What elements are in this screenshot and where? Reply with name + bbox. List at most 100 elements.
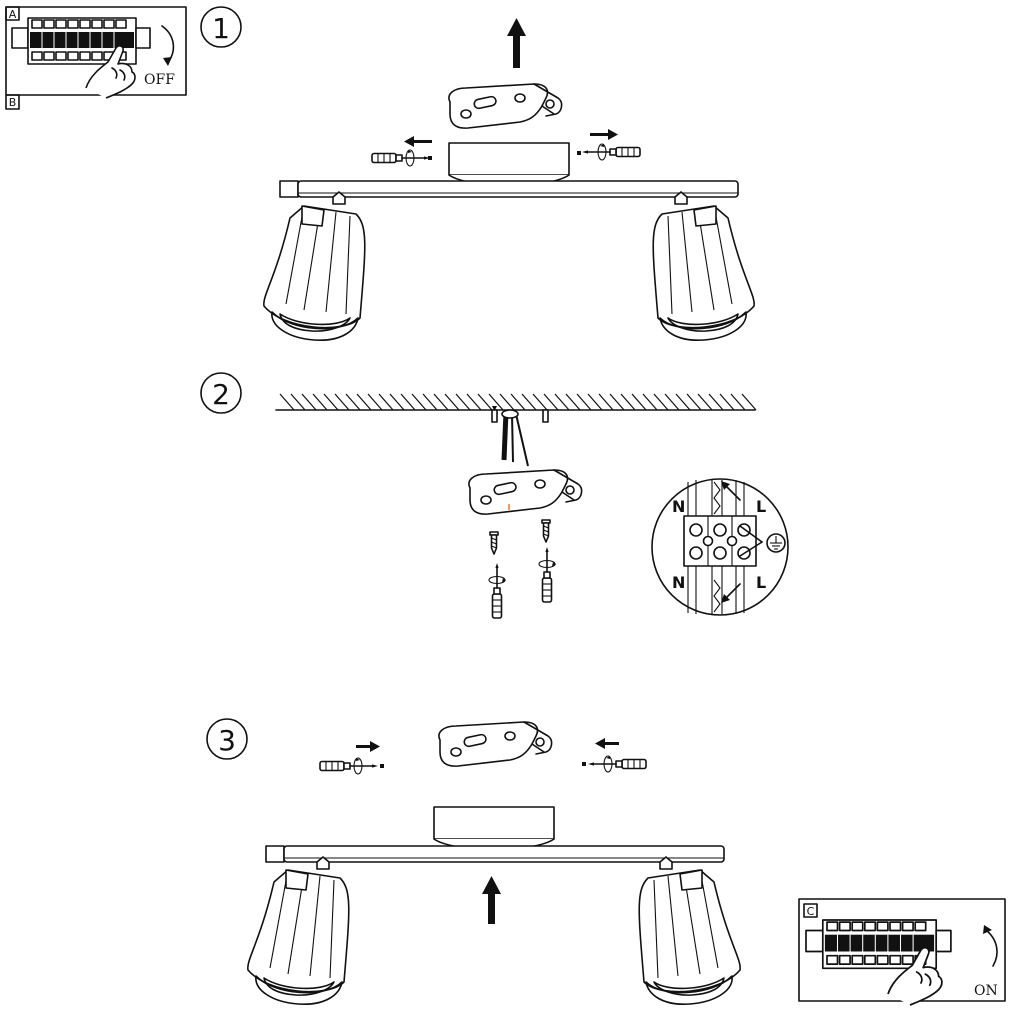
panel-label-c: C — [807, 905, 815, 918]
on-rotation-arrow-icon — [985, 929, 998, 967]
neutral-label-bottom: N — [672, 573, 685, 592]
ceiling-hatch-line — [411, 393, 427, 411]
ceiling-hatch-line — [686, 393, 702, 411]
ceiling-hatch-line — [444, 393, 460, 411]
arrow-left-icon — [404, 136, 432, 147]
ceiling-hatch-line — [554, 393, 570, 411]
step-1-number: 1 — [212, 12, 230, 45]
canopy-icon-step3 — [433, 806, 555, 851]
ceiling-hatch-line — [675, 393, 691, 411]
ceiling-hatch-line — [576, 393, 592, 411]
ceiling-wires-icon — [501, 409, 529, 467]
mounting-bracket-icon-step2 — [468, 469, 583, 515]
neutral-label-top: N — [672, 497, 685, 516]
ceiling-hatch-line — [543, 393, 559, 411]
wiring-detail-circle: N N L L — [651, 478, 789, 616]
ceiling-hatch-line — [433, 393, 449, 411]
screw-icon-left-step3 — [380, 764, 384, 768]
circuit-breaker-icon — [11, 17, 151, 65]
breaker-on-panel: C ON — [798, 898, 1006, 1006]
step-3-number: 3 — [218, 724, 236, 757]
ceiling-hatch-line — [598, 393, 614, 411]
ceiling-hatch-line — [565, 393, 581, 411]
rail-icon-step3 — [265, 845, 725, 863]
ceiling-hatch-line — [301, 393, 317, 411]
screwdriver-icon-1 — [488, 562, 507, 619]
ceiling-hatch-line — [730, 393, 746, 411]
ceiling-hatch-line — [345, 393, 361, 411]
arrow-up-icon-step3 — [482, 876, 501, 924]
ceiling-hatch-line — [664, 393, 680, 411]
swivel-joint-right — [674, 191, 688, 205]
ceiling-hatch-line — [719, 393, 735, 411]
screw-icon-1 — [489, 531, 499, 555]
ceiling-hatch-line — [620, 393, 636, 411]
ceiling-hatch-line — [312, 393, 328, 411]
mounting-bracket-icon — [448, 83, 563, 129]
panel-label-a: A — [9, 8, 17, 21]
step-3-group: 3 C — [206, 718, 1006, 1006]
screw-icon-2 — [541, 519, 551, 543]
canopy-icon — [448, 142, 570, 187]
earth-ground-icon — [766, 533, 786, 553]
ceiling-hatch-line — [378, 393, 394, 411]
arrow-up-icon — [507, 18, 526, 68]
ceiling-hatch-line — [389, 393, 405, 411]
spotlight-icon-right-step3 — [638, 869, 741, 1006]
ceiling-hatch-line — [422, 393, 438, 411]
ceiling-hatch-line — [708, 393, 724, 411]
live-label-bottom: L — [756, 573, 766, 592]
ceiling-hatch-line — [609, 393, 625, 411]
ceiling-hatch-line — [455, 393, 471, 411]
ceiling-hatch-line — [631, 393, 647, 411]
screw-icon-right — [577, 151, 581, 155]
ceiling-hatch-line — [521, 393, 537, 411]
mounting-bracket-icon-step3 — [438, 721, 553, 767]
breaker-off-panel: A B OFF — [5, 6, 187, 110]
ceiling-hatch-line — [510, 393, 526, 411]
circuit-breaker-icon-on — [805, 919, 952, 970]
live-label-top: L — [756, 497, 766, 516]
step-2-group: 2 — [200, 372, 789, 619]
ceiling-hatch-line — [279, 393, 295, 411]
ceiling-hatch-line — [499, 393, 515, 411]
ceiling-hatch-line — [653, 393, 669, 411]
ceiling-hatch-line — [323, 393, 339, 411]
screwdriver-icon-left — [371, 149, 431, 167]
ceiling-hatch-line — [400, 393, 416, 411]
swivel-joint-left-step3 — [316, 856, 330, 870]
ceiling-hatch-line — [532, 393, 548, 411]
ceiling-hatch-line — [356, 393, 372, 411]
ceiling-hatch-line — [587, 393, 603, 411]
ceiling-hatch-line — [466, 393, 482, 411]
ceiling-hatch-line — [477, 393, 493, 411]
spotlight-icon-left-step3 — [247, 869, 350, 1006]
ceiling-hatch-line — [642, 393, 658, 411]
screwdriver-icon-2 — [538, 546, 557, 603]
wall-plug-icon-left — [491, 406, 498, 423]
step-2-circle — [200, 372, 242, 414]
spotlight-icon-right — [652, 205, 755, 342]
ceiling-hatch-line — [488, 393, 504, 411]
swivel-joint-left — [332, 191, 346, 205]
step-3-circle — [206, 718, 248, 760]
spotlight-icon-left — [263, 205, 366, 342]
rail-icon — [279, 180, 739, 198]
arrow-right-icon — [590, 129, 618, 140]
step-2-number: 2 — [212, 378, 230, 411]
step-1-group: 1 A B OFF — [5, 6, 755, 342]
arrow-right-icon-step3 — [356, 741, 380, 752]
ceiling-hatch-line — [697, 393, 713, 411]
wall-plug-icon-right — [542, 409, 549, 423]
screw-icon-right-step3 — [582, 762, 586, 766]
off-rotation-arrow-icon — [161, 25, 175, 63]
step-1-circle — [200, 6, 242, 48]
panel-label-b: B — [9, 96, 17, 109]
swivel-joint-right-step3 — [659, 856, 673, 870]
breaker-on-label: ON — [974, 983, 998, 999]
ceiling-hatch-line — [741, 393, 757, 411]
breaker-off-label: OFF — [144, 72, 175, 88]
screw-icon-left — [428, 156, 432, 160]
